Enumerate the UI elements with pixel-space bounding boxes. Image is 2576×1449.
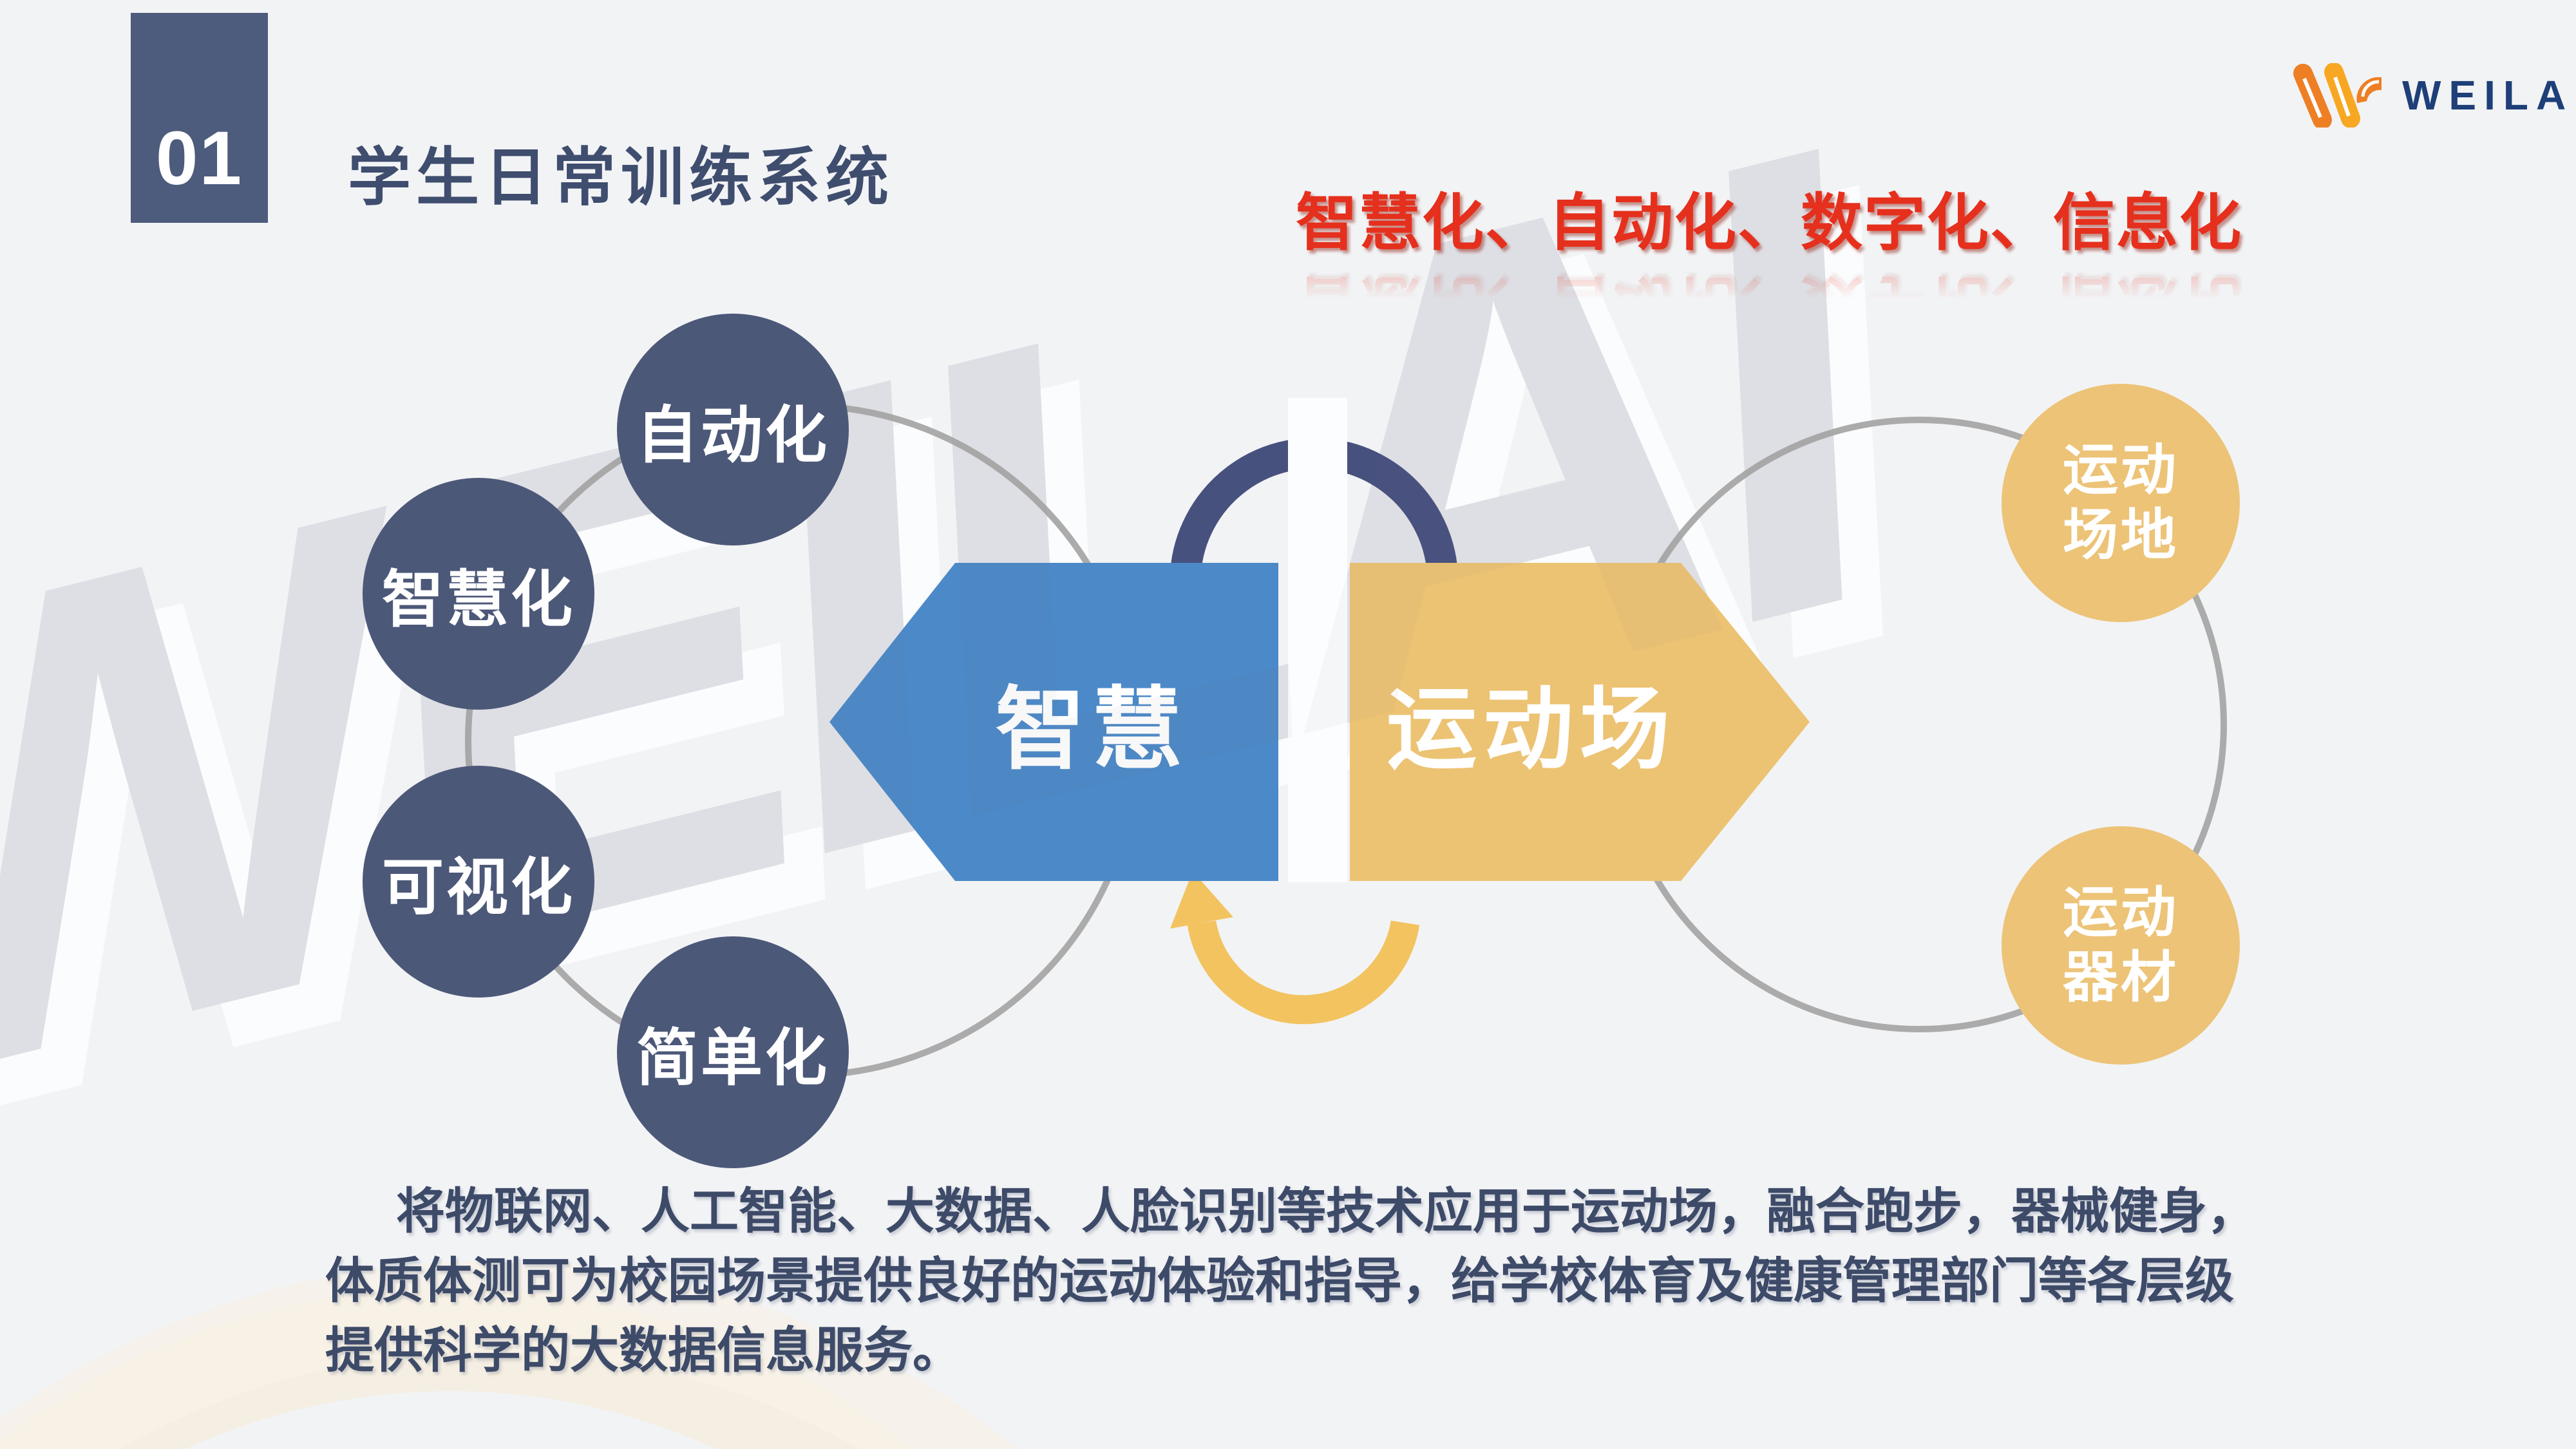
description-text: 将物联网、人工智能、大数据、人脸识别等技术应用于运动场，融合跑步，器械健身， 体… bbox=[325, 1184, 2256, 1378]
cycle-arrow-bottom-head bbox=[1170, 871, 1233, 929]
feature-label: 可视化 bbox=[382, 853, 575, 922]
resource-circle-venue: 运动 场地 bbox=[2002, 384, 2240, 622]
brand-name: WEILAI bbox=[2402, 72, 2576, 118]
feature-label: 智慧化 bbox=[382, 565, 575, 634]
resource-label: 运动 器材 bbox=[2063, 881, 2179, 1009]
headline-text: 智慧化、自动化、数字化、信息化 bbox=[1296, 189, 2242, 258]
page-title: 学生日常训练系统 bbox=[348, 142, 895, 213]
smart-arrow-label: 智慧 bbox=[995, 679, 1189, 780]
resource-circle-equipment: 运动 器材 bbox=[2002, 826, 2240, 1065]
brand-logo-icon bbox=[2293, 63, 2382, 128]
watermark-bar bbox=[1288, 398, 1347, 882]
field-arrow-label: 运动场 bbox=[1386, 679, 1676, 780]
feature-circle-intelligence: 智慧化 bbox=[363, 478, 594, 710]
brand-logo: WEILAI bbox=[2285, 63, 2576, 128]
feature-circle-visualization: 可视化 bbox=[363, 766, 594, 998]
cycle-arrow-bottom bbox=[1187, 920, 1420, 1025]
feature-label: 自动化 bbox=[636, 401, 829, 470]
section-number-badge: 01 bbox=[131, 13, 268, 223]
feature-circle-simplification: 简单化 bbox=[617, 936, 849, 1168]
feature-label: 简单化 bbox=[636, 1023, 829, 1093]
feature-circle-automation: 自动化 bbox=[617, 314, 849, 545]
resource-label: 运动 场地 bbox=[2063, 439, 2179, 566]
section-number: 01 bbox=[155, 116, 243, 201]
